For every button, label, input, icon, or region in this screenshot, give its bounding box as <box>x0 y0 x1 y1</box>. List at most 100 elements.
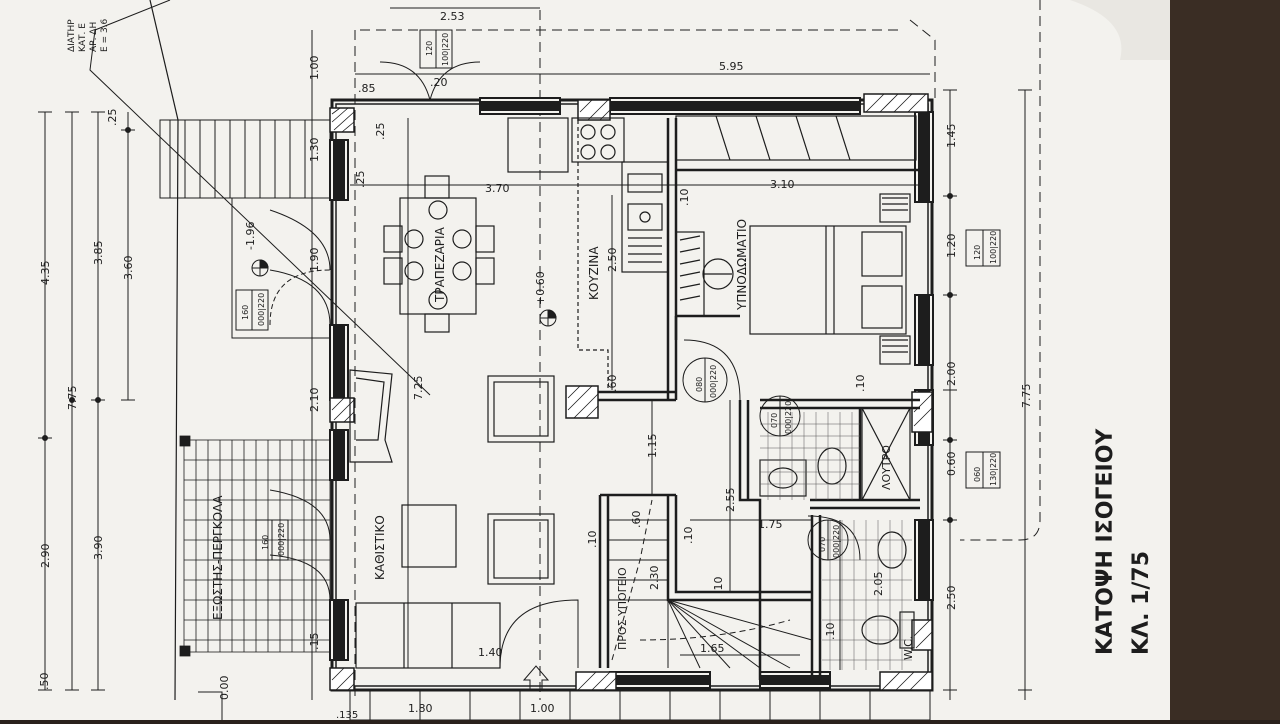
dim-010-d: .10 <box>682 527 695 545</box>
bedroom-furniture <box>675 115 917 365</box>
level-label-b: +0.60 <box>534 271 547 305</box>
tag-dr3-width: 070 <box>818 537 827 552</box>
dim-2-50-right: 2.50 <box>945 586 958 611</box>
dim-010-a: .10 <box>678 189 691 207</box>
tag-w5-width: 160 <box>261 535 270 550</box>
paper-fold <box>1070 0 1170 60</box>
dim-3-90: 3.90 <box>92 536 105 561</box>
dim-2-55: 2.55 <box>724 488 737 513</box>
tag-w4-width: 160 <box>241 305 250 320</box>
dim-7-75-left: 7.75 <box>66 386 79 411</box>
dim-050: .50 <box>38 673 51 691</box>
dining-table <box>383 175 495 333</box>
dim-0-60: 0.60 <box>945 452 958 477</box>
dimension-lines-left <box>38 30 409 700</box>
level-markers <box>198 259 557 720</box>
kitchen-counter <box>507 117 669 390</box>
room-label-bedroom: ΥΠΝΟΔΩΜΑΤΙΟ <box>735 219 749 311</box>
dim-1-40: 1.40 <box>478 646 503 659</box>
note-line-4: Ε = 3.6 <box>100 18 110 52</box>
tag-w3-width: 060 <box>973 467 982 482</box>
tag-dr2-width: 070 <box>770 413 779 428</box>
living-furniture <box>349 369 555 669</box>
dim-3-60: 3.60 <box>122 256 135 281</box>
dim-025-left: .25 <box>106 109 119 127</box>
bath-tiles <box>760 412 912 670</box>
dim-020: .20 <box>430 76 448 89</box>
room-label-dining: ΤΡΑΠΕΖΑΡΙΑ <box>433 226 447 303</box>
room-label-pergola: ΕΞΩΣΤΗΣ-ΠΕΡΓΚΟΛΑ <box>211 495 225 620</box>
note-line-3: ΑΡ. ΔΗ <box>89 22 99 52</box>
level-label-c: 0.00 <box>218 676 231 701</box>
dim-1-15: 1.15 <box>646 434 659 459</box>
level-label-a: -1.96 <box>244 222 257 250</box>
dim-2-50-kitchen: 2.50 <box>606 248 619 273</box>
note-line-1: ΔΙΑΤΗΡ <box>67 19 77 52</box>
tag-w4-size: 000|220 <box>257 293 266 326</box>
dim-060-stair: .60 <box>630 511 643 529</box>
room-label-kitchen: ΚΟΥΖΙΝΑ <box>587 246 601 300</box>
dim-1-90: 1.90 <box>308 248 321 273</box>
tag-w3-size: 130|220 <box>989 453 998 486</box>
dim-5-95: 5.95 <box>719 60 744 73</box>
sheet-scale: ΚΛ. 1/75 <box>1129 551 1154 655</box>
dim-2-53: 2.53 <box>440 10 465 23</box>
dim-060-kitchen: .60 <box>606 375 619 393</box>
tag-dr1-size: 000|220 <box>709 365 718 398</box>
dim-1-00-top: 1.00 <box>308 56 321 81</box>
tag-dr3-size: 000|220 <box>832 525 841 558</box>
dim-3-70: 3.70 <box>485 182 510 195</box>
dim-025-a: .25 <box>374 123 387 141</box>
tag-w5-size: 000|220 <box>277 523 286 556</box>
dim-135: .135 <box>336 710 358 720</box>
room-label-bath: ΛΟΥΤΡΟ <box>880 445 893 490</box>
interior-stairs <box>607 499 813 669</box>
dashed-boundary-3 <box>909 19 936 100</box>
room-label-stair: ΠΡΟΣ ΥΠΟΓΕΙΟ <box>616 567 629 650</box>
dim-1-00-bottom: 1.00 <box>530 702 555 715</box>
dim-1-45: 1.45 <box>945 124 958 149</box>
dim-4-35: 4.35 <box>39 261 52 286</box>
exterior-stairs <box>159 119 331 199</box>
column-hatching <box>331 93 933 691</box>
tag-w2-size: 100|220 <box>989 231 998 264</box>
dim-1-65: 1.65 <box>700 642 725 655</box>
dim-1-20: 1.20 <box>945 234 958 259</box>
dim-010-f: .10 <box>824 623 837 641</box>
dim-1-75: 1.75 <box>758 518 783 531</box>
dim-025-b: .25 <box>354 171 367 189</box>
room-label-living: ΚΑΘΙΣΤΙΚΟ <box>373 515 387 580</box>
dashed-boundary-4 <box>960 0 1041 541</box>
dim-085: .85 <box>358 82 376 95</box>
dim-7-25: 7.25 <box>412 376 425 401</box>
dim-2-10: 2.10 <box>308 388 321 413</box>
dim-015: .15 <box>308 633 321 651</box>
dim-010-c: .10 <box>586 531 599 549</box>
tag-w2-width: 120 <box>973 245 982 260</box>
desk-shadow <box>1160 0 1280 720</box>
dim-010-b: .10 <box>854 375 867 393</box>
tag-dr1-width: 080 <box>695 377 704 392</box>
dim-1-30: 1.30 <box>308 138 321 163</box>
sheet-title: ΚΑΤΟΨΗ ΙΣΟΓΕΙΟΥ <box>1093 428 1118 655</box>
room-label-wc: W.C. <box>902 636 915 660</box>
dim-2-05: 2.05 <box>872 572 885 597</box>
note-leader <box>89 0 431 396</box>
dim-3-10: 3.10 <box>770 178 795 191</box>
tag-w1-width: 120 <box>425 41 434 56</box>
dim-2-00: 2.00 <box>945 362 958 387</box>
dimension-lines-inner <box>350 7 930 670</box>
dim-2-30: 2.30 <box>648 566 661 591</box>
dimension-lines-right <box>943 89 1032 700</box>
pergola-grid <box>179 435 331 657</box>
tag-dr2-size: 000|220 <box>784 401 793 434</box>
dim-3-85: 3.85 <box>92 241 105 266</box>
door-swings <box>269 61 861 669</box>
dim-1-80: 1.80 <box>408 702 433 715</box>
dim-7-75-right: 7.75 <box>1020 384 1033 409</box>
note-line-2: ΚΑΤ. Ε <box>78 23 88 52</box>
dim-2-90: 2.90 <box>39 544 52 569</box>
opening-tags-frames <box>235 29 1001 561</box>
